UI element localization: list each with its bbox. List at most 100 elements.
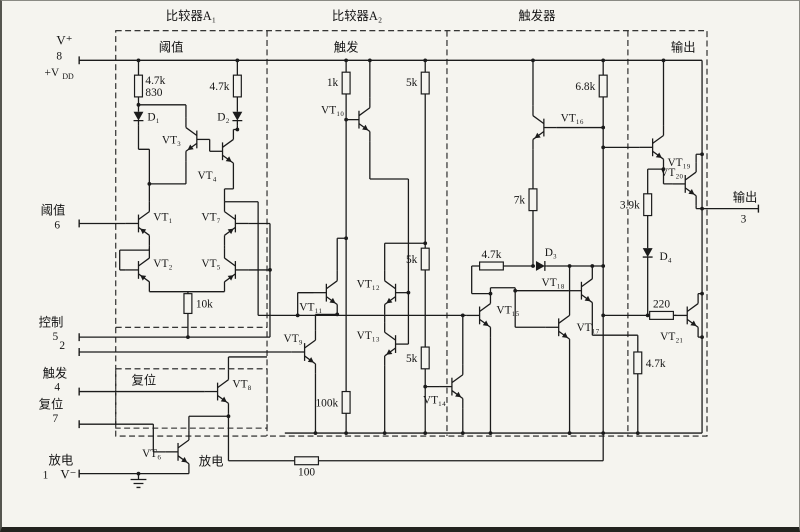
transistor-label-vt5: VT₅ xyxy=(201,258,220,270)
pin-number-2: 2 xyxy=(59,340,65,352)
vt13-transistor-symbol xyxy=(384,321,410,367)
vt19-transistor-symbol xyxy=(639,124,665,170)
reset-box-label: 复位 xyxy=(132,373,157,388)
pin-label-vplus: V⁺ xyxy=(56,34,72,48)
resistor-r12-symbol xyxy=(294,456,320,466)
pin-label-vminus: V⁻ xyxy=(60,468,76,482)
discharge-inner-label: 放电 xyxy=(199,454,224,469)
resistor-r6-symbol xyxy=(528,188,538,212)
pin-number-1: 1 xyxy=(43,470,49,482)
resistor-r5-symbol xyxy=(598,74,608,98)
d3-diode-symbol xyxy=(535,260,548,272)
diode-label-d2: D₂ xyxy=(217,112,229,124)
resistor-label-r13: 220 xyxy=(653,299,670,311)
vt7-transistor-symbol xyxy=(223,201,249,246)
transistor-symbols xyxy=(124,97,699,475)
resistor-r2-symbol xyxy=(232,74,242,98)
vt12-transistor-symbol xyxy=(384,270,410,316)
diode-label-d4: D₄ xyxy=(660,251,672,263)
resistor-r3-symbol xyxy=(341,71,351,95)
resistor-label-r2: 4.7k xyxy=(210,81,230,93)
transistor-label-vt13: VT₁₃ xyxy=(357,330,380,342)
resistor-r10-symbol xyxy=(420,346,430,370)
vt3-transistor-symbol xyxy=(185,117,211,162)
resistor-r4-symbol xyxy=(420,71,430,95)
transistor-label-vt21: VT₂₁ xyxy=(660,331,683,343)
pin-number-4: 4 xyxy=(54,382,60,394)
title-comparator-a2: 比较器A₂ xyxy=(332,8,382,23)
resistor-r15-symbol xyxy=(633,351,643,375)
pin-label-trigger: 触发 xyxy=(43,366,68,381)
vt4-transistor-symbol xyxy=(209,128,235,174)
resistor-label-r6: 7k xyxy=(514,195,526,207)
d1-diode-symbol xyxy=(132,111,145,127)
pin-number-5: 5 xyxy=(52,331,58,343)
transistor-label-vt15: VT₁₅ xyxy=(496,304,519,316)
resistor-symbols xyxy=(133,71,674,466)
resistor-label-r5: 6.8k xyxy=(575,81,595,93)
transistor-label-vt17: VT₁₇ xyxy=(576,322,599,334)
vt8-transistor-symbol xyxy=(204,369,230,414)
transistor-label-vt9: VT₉ xyxy=(284,333,303,345)
transistor-label-vt6: VT₆ xyxy=(142,448,161,460)
transistor-label-vt8: VT₈ xyxy=(232,379,251,391)
circuit-wires xyxy=(78,56,760,489)
vt2-transistor-symbol xyxy=(124,247,151,293)
d2-diode-symbol xyxy=(231,111,243,127)
resistor-r8-symbol xyxy=(479,261,504,271)
diode-label-d1: D₁ xyxy=(147,112,159,124)
resistor-label-r8: 4.7k xyxy=(482,249,502,261)
resistor-r13-symbol xyxy=(649,310,674,320)
pin-label-control: 控制 xyxy=(39,315,64,329)
resistor-label-r10: 5k xyxy=(406,353,418,365)
resistor-r11-symbol xyxy=(341,390,351,414)
transistor-label-vt1: VT₁ xyxy=(153,211,172,223)
pin-label-threshold: 阈值 xyxy=(41,203,66,218)
transistor-label-vt14: VT₁₄ xyxy=(423,394,446,406)
pin-number-3: 3 xyxy=(741,213,747,225)
resistor-label-r1: 4.7k xyxy=(145,75,165,87)
d4-diode-symbol xyxy=(642,247,654,263)
resistor-label-r11: 100k xyxy=(315,397,338,409)
vt1-transistor-symbol xyxy=(124,201,151,246)
transistor-label-vt12: VT₁₂ xyxy=(357,279,380,291)
header-output: 输出 xyxy=(671,39,696,54)
header-trigger: 触发 xyxy=(334,39,359,54)
resistor-r1-symbol xyxy=(133,74,144,98)
vt5-transistor-symbol xyxy=(223,247,249,293)
transistor-label-vt18: VT₁₈ xyxy=(542,277,565,289)
vt17-transistor-symbol xyxy=(545,304,571,350)
transistor-label-vt19: VT₁₉ xyxy=(667,157,690,169)
pin-number-7: 7 xyxy=(52,413,58,425)
resistor-label-r3: 1k xyxy=(327,77,339,89)
pin-label-vdd-subscript: DD xyxy=(62,72,74,81)
resistor-label-r14: 3.9k xyxy=(620,200,640,212)
pin-label-output: 输出 xyxy=(733,190,758,205)
pin-number-8: 8 xyxy=(56,50,62,62)
diode-symbols xyxy=(132,111,654,272)
transistor-label-vt20: VT₂₀ xyxy=(660,167,683,179)
diode-label-d3: D₃ xyxy=(545,247,557,259)
transistor-label-vt3: VT₃ xyxy=(162,134,181,146)
vt15-transistor-symbol xyxy=(466,293,492,338)
resistor-label-r9: 10k xyxy=(196,299,213,311)
resistor-label-r15: 4.7k xyxy=(646,358,666,370)
transistor-label-vt2: VT₂ xyxy=(153,258,172,270)
pin-label-discharge: 放电 xyxy=(49,453,74,468)
resistor-label-r7: 5k xyxy=(406,254,418,266)
vt10-transistor-symbol xyxy=(345,97,371,143)
pin-label-reset: 复位 xyxy=(39,396,64,411)
resistor-label-r12: 100 xyxy=(298,467,315,479)
transistor-label-vt11: VT₁₁ xyxy=(299,301,322,313)
resistor-r7-symbol xyxy=(420,247,430,271)
vt18-transistor-symbol xyxy=(567,268,593,314)
transistor-label-vt16: VT₁₆ xyxy=(561,113,584,125)
vt6-transistor-symbol xyxy=(164,429,190,475)
title-flip-flop: 触发器 xyxy=(518,8,555,23)
transistor-label-vt4: VT₄ xyxy=(197,170,216,182)
pin-number-6: 6 xyxy=(54,219,60,231)
resistor-label-r1b: 830 xyxy=(145,87,162,99)
header-threshold: 阈值 xyxy=(159,39,184,54)
